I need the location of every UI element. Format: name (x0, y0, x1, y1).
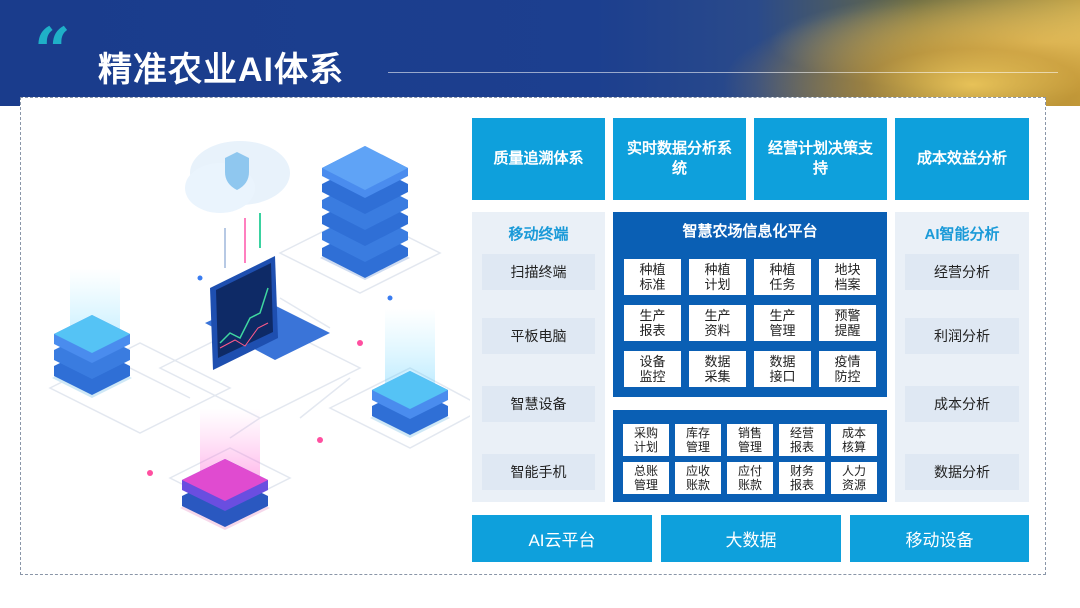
mobile-terminal-panel: 移动终端 扫描终端 平板电脑 智慧设备 智能手机 (472, 212, 605, 502)
erp-module: 成本核算 (831, 424, 877, 456)
platform-module: 数据采集 (689, 351, 746, 387)
platform-module: 疫情防控 (819, 351, 876, 387)
erp-module: 人力资源 (831, 462, 877, 494)
analysis-item: 利润分析 (905, 318, 1019, 354)
laptop-icon (205, 256, 330, 370)
erp-module: 销售管理 (727, 424, 773, 456)
layer-ai-cloud: AI云平台 (472, 515, 652, 562)
platform-module: 数据接口 (754, 351, 811, 387)
erp-module: 经营报表 (779, 424, 825, 456)
platform-module: 地块档案 (819, 259, 876, 295)
platform-module: 种植任务 (754, 259, 811, 295)
server-bottom (180, 408, 270, 530)
ai-analysis-panel: AI智能分析 经营分析 利润分析 成本分析 数据分析 (895, 212, 1029, 502)
layer-big-data: 大数据 (661, 515, 841, 562)
layer-mobile-devices: 移动设备 (850, 515, 1029, 562)
page-title: 精准农业AI体系 (98, 51, 344, 89)
ai-analysis-title: AI智能分析 (924, 226, 1000, 243)
title-divider (388, 72, 1058, 73)
server-left (52, 268, 132, 398)
mobile-terminal-title: 移动终端 (508, 226, 569, 243)
header-banner: “ 精准农业AI体系 (0, 0, 1080, 106)
server-right (370, 308, 450, 438)
quote-mark-icon: “ (34, 14, 71, 89)
erp-module: 应收账款 (675, 462, 721, 494)
platform-module: 设备监控 (624, 351, 681, 387)
erp-module: 库存管理 (675, 424, 721, 456)
analysis-item: 经营分析 (905, 254, 1019, 290)
analysis-item: 数据分析 (905, 454, 1019, 490)
platform-module: 生产管理 (754, 305, 811, 341)
platform-module: 生产报表 (624, 305, 681, 341)
wheat-field-image (720, 0, 1080, 106)
platform-module: 预警提醒 (819, 305, 876, 341)
cloud-icon (185, 141, 290, 268)
terminal-item: 平板电脑 (482, 318, 595, 354)
analysis-item: 成本分析 (905, 386, 1019, 422)
erp-module: 总账管理 (623, 462, 669, 494)
system-cost-benefit: 成本效益分析 (895, 118, 1029, 200)
system-realtime-analysis: 实时数据分析系统 (613, 118, 746, 200)
system-traceability: 质量追溯体系 (472, 118, 605, 200)
platform-module: 种植计划 (689, 259, 746, 295)
isometric-illustration (48, 141, 470, 530)
server-stack-top (320, 146, 410, 280)
system-decision-support: 经营计划决策支持 (754, 118, 887, 200)
erp-modules-panel: 采购计划 库存管理 销售管理 经营报表 成本核算 总账管理 应收账款 应付账款 … (613, 410, 887, 502)
platform-module: 生产资料 (689, 305, 746, 341)
platform-module: 种植标准 (624, 259, 681, 295)
smart-farm-platform: 智慧农场信息化平台 种植标准 种植计划 种植任务 地块档案 生产报表 生产资料 … (613, 212, 887, 397)
terminal-item: 智慧设备 (482, 386, 595, 422)
erp-module: 采购计划 (623, 424, 669, 456)
erp-module: 应付账款 (727, 462, 773, 494)
erp-module: 财务报表 (779, 462, 825, 494)
terminal-item: 智能手机 (482, 454, 595, 490)
terminal-item: 扫描终端 (482, 254, 595, 290)
platform-title: 智慧农场信息化平台 (682, 223, 818, 240)
